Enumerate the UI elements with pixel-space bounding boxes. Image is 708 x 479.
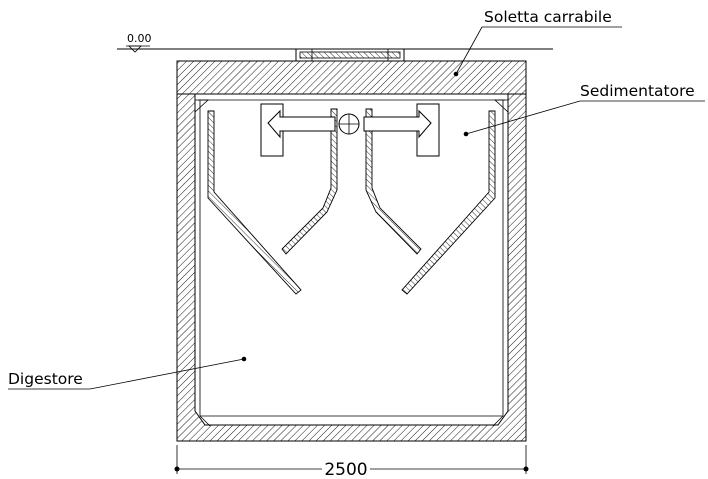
dimension-line	[174, 445, 529, 474]
leader-sedimentatore	[463, 100, 705, 137]
manhole-cover	[295, 48, 405, 62]
dimension-label: 2500	[324, 460, 367, 479]
tank-walls	[176, 93, 527, 442]
top-slab	[176, 60, 527, 95]
leader-soletta	[453, 26, 622, 77]
level-label: 0.00	[127, 32, 152, 45]
inlet-pipe-left	[260, 103, 336, 157]
label-soletta-carrabile: Soletta carrabile	[484, 8, 612, 26]
label-digestore: Digestore	[8, 370, 83, 388]
inner-fillet-left	[194, 99, 210, 113]
baffle-right-outer	[401, 110, 496, 295]
inner-fillet-right	[493, 99, 509, 113]
baffle-left-outer	[207, 110, 302, 295]
tank-liner	[198, 99, 505, 427]
leader-digestore	[8, 356, 247, 390]
level-marker	[126, 45, 150, 53]
outlet-pipe-right	[363, 103, 440, 157]
central-pipe-valve-icon	[338, 113, 360, 135]
label-sedimentatore: Sedimentatore	[580, 82, 695, 100]
